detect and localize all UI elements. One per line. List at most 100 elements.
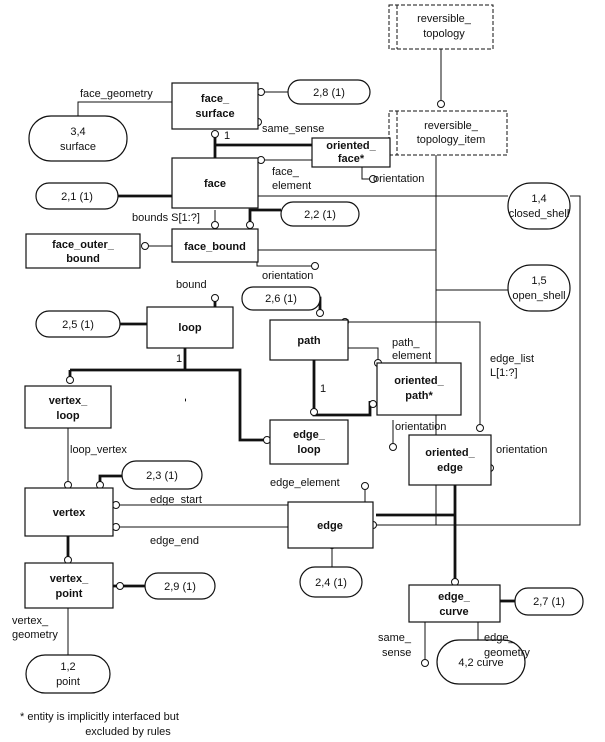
label-cardinality-loop: 1 [176,353,182,365]
label-edge-end: edge_end [150,535,199,547]
reference-vertex-text: 2,3 (1) [146,470,178,482]
label-edge-start: edge_start [150,494,202,506]
entity-reversible-topology-item: reversible_ topology_item [388,110,508,156]
entity-vertex-point-line1: vertex_ [50,573,89,585]
entity-face-surface: face_ surface [171,82,259,130]
entity-reversible-topology-line2: topology [423,28,465,40]
reference-closed-shell-line2: closed_shell [509,208,570,220]
label-face-element-line1: face_ [272,166,300,178]
footnote-line2: excluded by rules [85,726,171,738]
reference-face-surface-text: 2,8 (1) [313,87,345,99]
label-same-sense-edge-curve-line2: sense [382,647,411,659]
reference-point-line2: point [56,676,80,688]
label-orientation-face-bound: orientation [262,270,313,282]
entity-face-line1: face [204,178,226,190]
reference-face: 2,1 (1) [35,182,119,210]
entity-face-surface-line1: face_ [201,93,230,105]
reference-path: 2,6 (1) [241,286,321,311]
label-vertex-geometry-line1: vertex_ [12,615,49,627]
reference-loop: 2,5 (1) [35,310,121,338]
label-path-element-line2: element [392,350,431,362]
label-face-geometry: face_geometry [80,88,153,100]
label-orientation-oriented-face: orientation [373,173,424,185]
label-edge-list-line1: edge_list [490,353,534,365]
footnote: * entity is implicitly interfaced but ex… [20,711,179,738]
label-loop-vertex: loop_vertex [70,444,127,456]
entity-edge-curve-line1: edge_ [438,591,471,603]
reference-open-shell: 1,5 open_shell [507,264,571,312]
reference-curve-text: 4,2 curve [458,657,503,669]
label-vertex-geometry-line2: geometry [12,629,58,641]
reference-vertex: 2,3 (1) [121,460,203,490]
reference-edge-curve: 2,7 (1) [514,587,584,616]
entity-oriented-edge-line2: edge [437,462,463,474]
reference-point: 1,2 point [25,654,111,694]
footnote-line1: * entity is implicitly interfaced but [20,711,179,723]
label-same-sense-edge-curve-line1: same_ [378,632,412,644]
attribute-labels: face_geometry same_sense 1 face_ element… [12,88,547,659]
entity-edge-line1: edge [317,520,343,532]
reference-surface-line2: surface [60,141,96,153]
label-face-element-line2: element [272,180,311,192]
entity-face-bound: face_bound [171,228,259,263]
entity-vertex-point: vertex_ point [24,562,114,609]
reference-closed-shell-line1: 1,4 [531,193,546,205]
entity-face-bound-line1: face_bound [184,241,246,253]
entity-vertex-point-line2: point [56,588,83,600]
entity-oriented-face-line2: face* [338,153,365,165]
reference-face-text: 2,1 (1) [61,191,93,203]
entity-oriented-path-line1: oriented_ [394,375,444,387]
entity-reversible-topology-item-line1: reversible_ [424,120,479,132]
entity-reversible-topology: reversible_ topology [388,4,494,50]
entity-edge-curve-line2: curve [439,606,468,618]
entity-face-outer-bound: face_outer_ bound [25,233,141,269]
entity-face-surface-line2: surface [195,108,234,120]
entity-vertex: vertex [24,487,114,537]
entity-vertex-loop-line2: loop [56,410,79,422]
entity-edge: edge [287,501,374,549]
reference-vertex-point: 2,9 (1) [144,572,216,600]
reference-open-shell-line1: 1,5 [531,275,546,287]
entity-face-outer-bound-line2: bound [66,253,100,265]
entity-face: face [171,157,259,209]
entity-oriented-path-line2: path* [405,390,433,402]
reference-face-bound: 2,2 (1) [280,201,360,227]
entity-edge-curve: edge_ curve [408,584,501,623]
reference-surface: 3,4 surface [28,115,128,162]
reference-path-text: 2,6 (1) [265,293,297,305]
entity-path: path [269,319,349,361]
entity-vertex-loop: vertex_ loop [24,385,112,429]
entity-path-line1: path [297,335,321,347]
reference-face-surface: 2,8 (1) [287,79,371,105]
entity-oriented-face: oriented_ face* [311,137,391,168]
entity-edge-loop-line1: edge_ [293,429,326,441]
entity-loop: loop [146,306,234,349]
reference-closed-shell: 1,4 closed_shell [507,182,571,230]
entity-oriented-path: oriented_ path* [376,362,462,416]
label-bounds: bounds S[1:?] [132,212,200,224]
reference-edge-curve-text: 2,7 (1) [533,596,565,608]
entity-edge-loop-line2: loop [297,444,320,456]
label-edge-element: edge_element [270,477,340,489]
reference-edge: 2,4 (1) [299,566,363,598]
label-cardinality-face: 1 [224,130,230,142]
entity-face-outer-bound-line1: face_outer_ [52,239,115,251]
label-cardinality-path: 1 [320,383,326,395]
label-edge-geometry-line1: edge_ [484,632,515,644]
label-orientation-oriented-edge: orientation [496,444,547,456]
entity-reversible-topology-item-line2: topology_item [417,134,486,146]
entity-oriented-edge: oriented_ edge [408,434,492,486]
entity-oriented-edge-line1: oriented_ [425,447,475,459]
entity-reversible-topology-line1: reversible_ [417,13,472,25]
entity-oriented-face-line1: oriented_ [326,140,376,152]
entity-vertex-loop-line1: vertex_ [49,395,88,407]
reference-loop-text: 2,5 (1) [62,319,94,331]
label-edge-geometry-line2: geometry [484,647,530,659]
label-same-sense-face-surface: same_sense [262,123,324,135]
label-path-element-line1: path_ [392,337,420,349]
reference-open-shell-line2: open_shell [512,290,565,302]
reference-edge-text: 2,4 (1) [315,577,347,589]
label-orientation-oriented-path: orientation [395,421,446,433]
label-edge-list-line2: L[1:?] [490,367,518,379]
